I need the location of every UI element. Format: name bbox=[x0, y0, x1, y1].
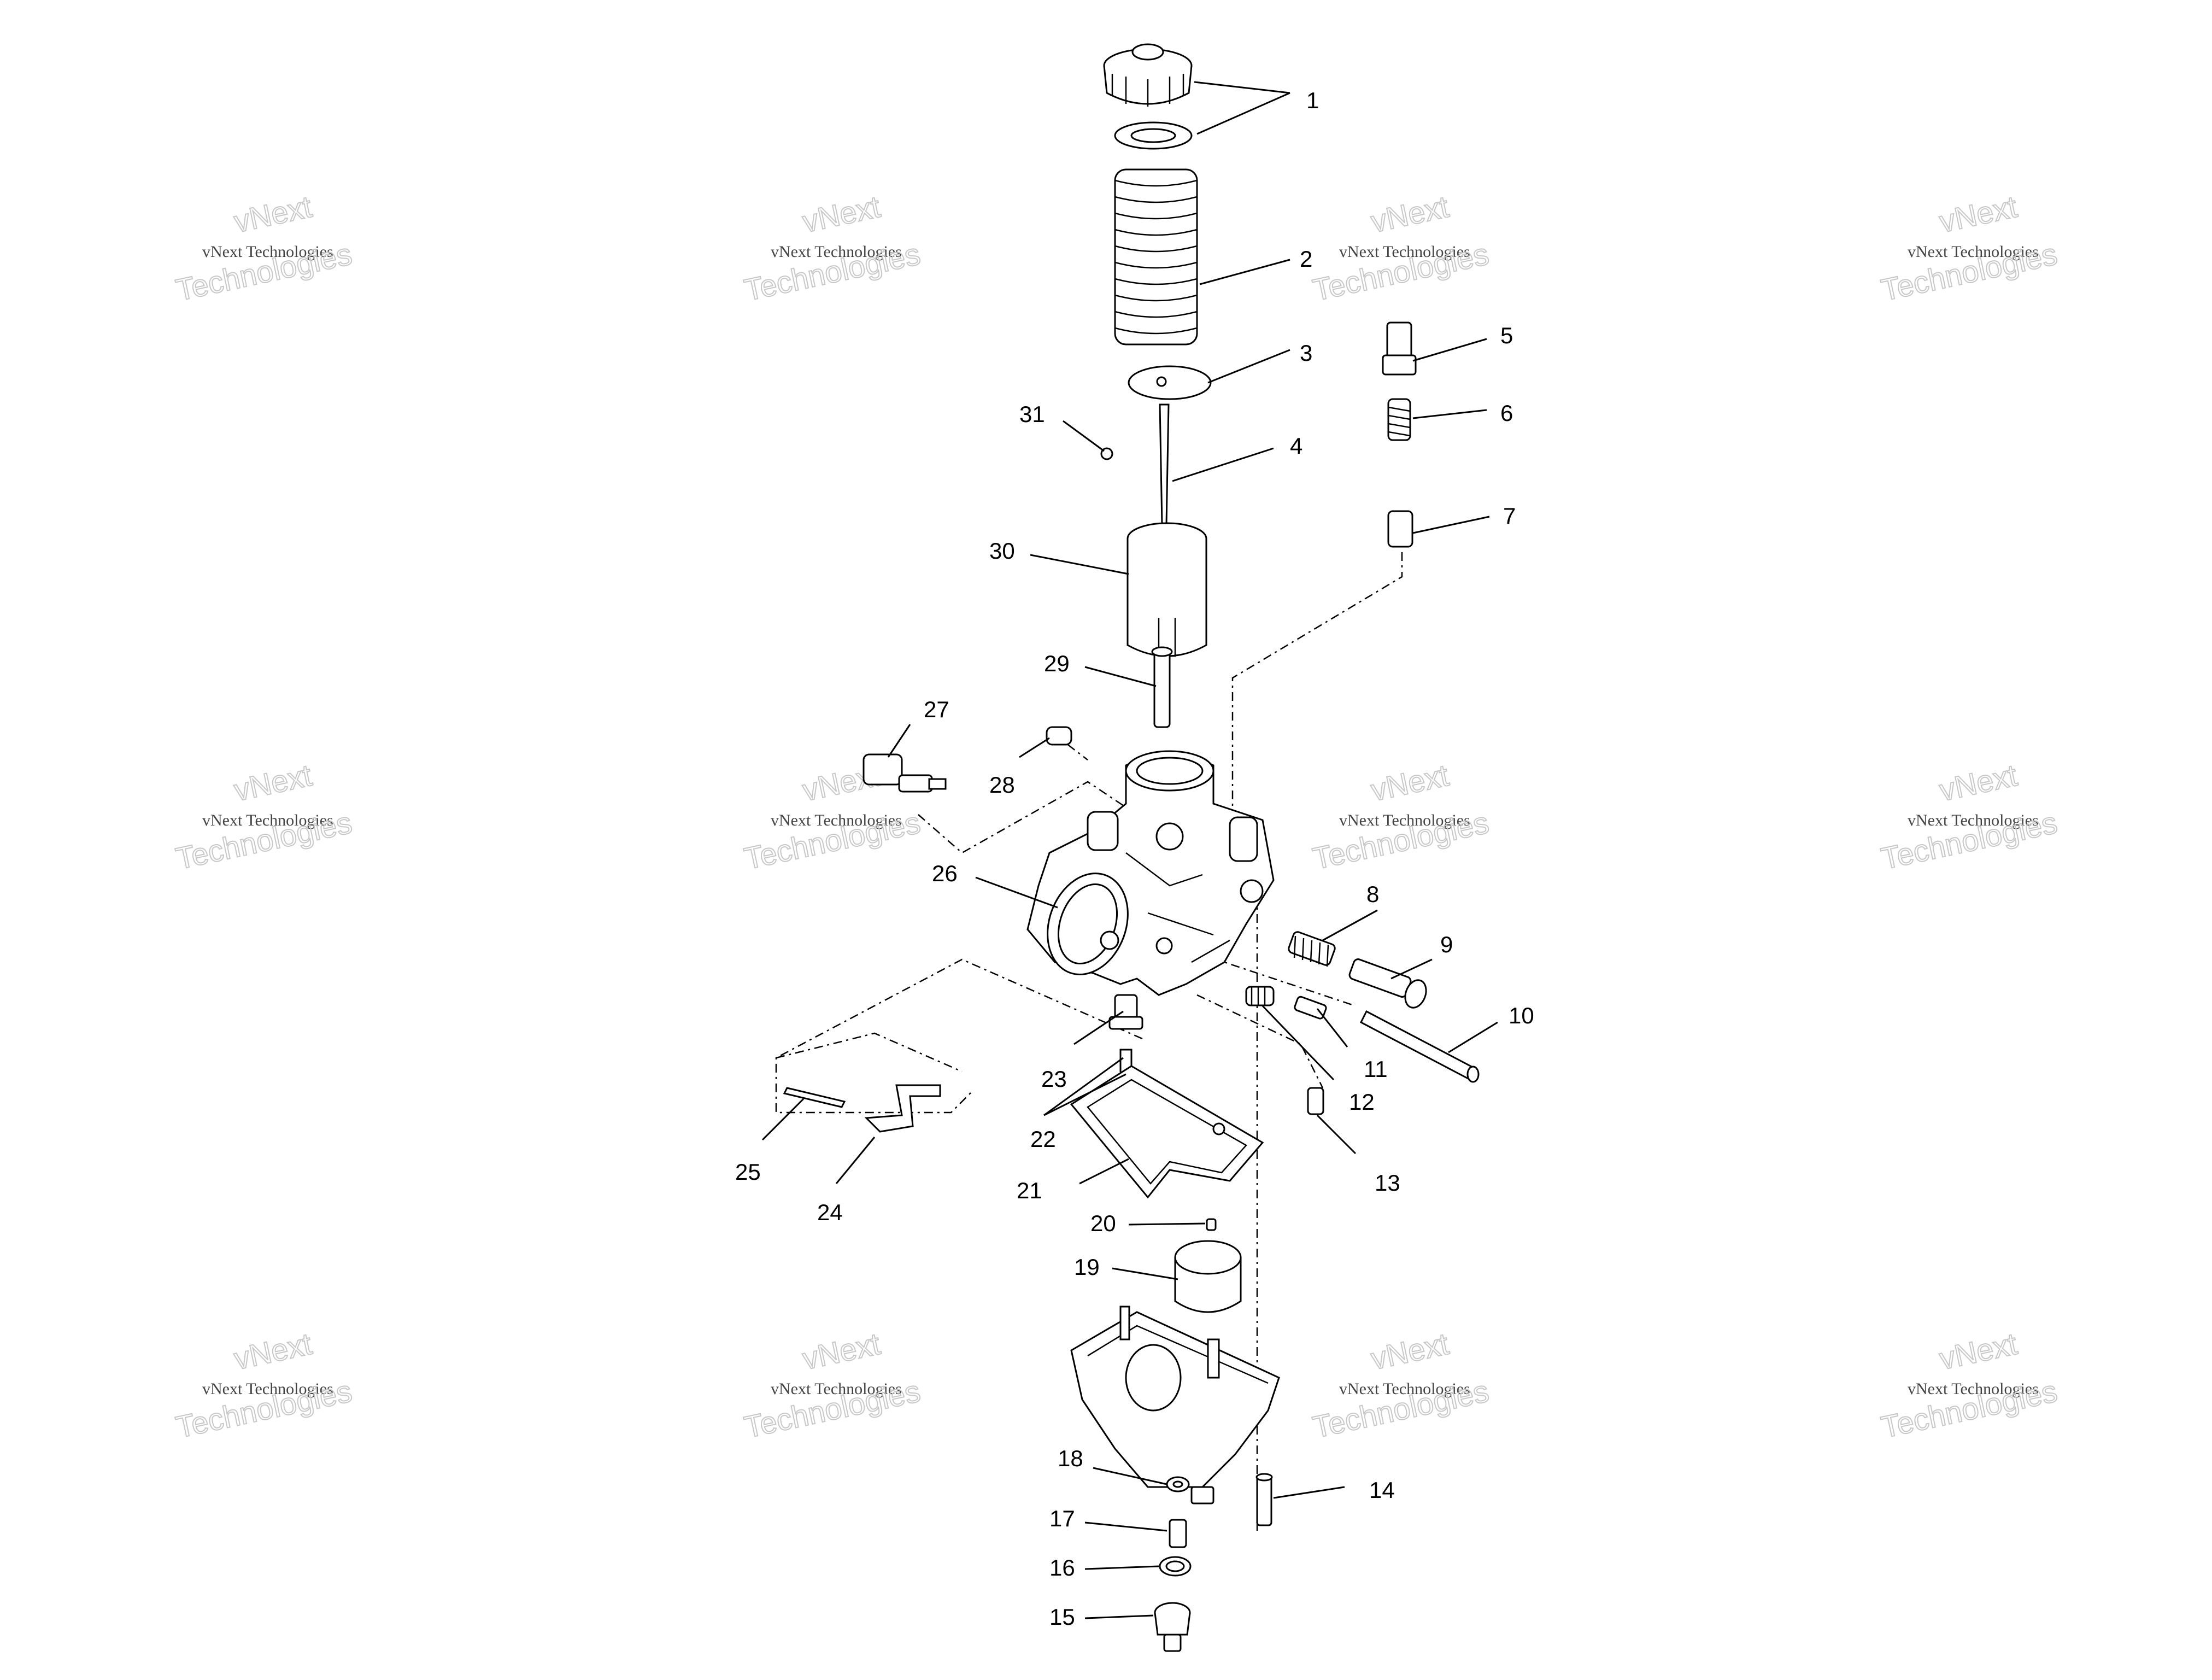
part-15-drain-plug bbox=[1154, 1602, 1191, 1652]
svg-text:vNext: vNext bbox=[800, 189, 884, 239]
callout-27: 27 bbox=[924, 696, 949, 722]
part-6-spring bbox=[1387, 398, 1411, 441]
svg-text:vNext: vNext bbox=[231, 1326, 315, 1376]
svg-text:vNext: vNext bbox=[1937, 189, 2021, 239]
callout-20: 20 bbox=[1090, 1210, 1116, 1236]
callout-16: 16 bbox=[1049, 1555, 1075, 1581]
callout-7: 7 bbox=[1503, 503, 1516, 529]
callout-19: 19 bbox=[1074, 1254, 1100, 1280]
svg-text:vNext Technologies: vNext Technologies bbox=[1339, 1380, 1470, 1398]
svg-text:vNext Technologies: vNext Technologies bbox=[1339, 243, 1470, 261]
watermark: vNext vNext Technologies Technologies bbox=[1309, 1326, 1492, 1445]
callout-18: 18 bbox=[1058, 1445, 1083, 1471]
svg-text:vNext Technologies: vNext Technologies bbox=[1908, 1380, 2039, 1398]
callout-15: 15 bbox=[1049, 1604, 1075, 1630]
callout-3: 3 bbox=[1300, 340, 1312, 366]
watermark: vNext vNext Technologies Technologies bbox=[1309, 757, 1492, 876]
part-14-screw bbox=[1255, 1473, 1273, 1526]
watermark: vNext vNext Technologies Technologies bbox=[1309, 189, 1492, 308]
svg-text:vNext Technologies: vNext Technologies bbox=[771, 243, 902, 261]
part-10-tube bbox=[1360, 1010, 1480, 1083]
svg-text:vNext Technologies: vNext Technologies bbox=[202, 811, 333, 829]
watermark: vNext vNext Technologies Technologies bbox=[172, 189, 355, 308]
watermark: vNext vNext Technologies Technologies bbox=[1877, 189, 2061, 308]
callout-26: 26 bbox=[932, 861, 958, 886]
callout-25: 25 bbox=[735, 1159, 761, 1185]
float-bowl bbox=[1070, 1306, 1280, 1505]
callout-30: 30 bbox=[989, 538, 1015, 564]
callout-22: 22 bbox=[1030, 1126, 1056, 1152]
part-26-carburetor-body bbox=[1026, 750, 1275, 996]
svg-text:vNext: vNext bbox=[800, 1326, 884, 1376]
part-5-adjuster bbox=[1382, 321, 1417, 376]
watermark: vNext vNext Technologies Technologies bbox=[741, 189, 924, 308]
watermark: vNext vNext Technologies Technologies bbox=[1877, 757, 2061, 876]
svg-text:vNext: vNext bbox=[1368, 758, 1452, 807]
callout-2: 2 bbox=[1300, 246, 1312, 272]
svg-text:vNext: vNext bbox=[1368, 1326, 1452, 1376]
callout-24: 24 bbox=[817, 1199, 843, 1225]
svg-text:vNext: vNext bbox=[1368, 189, 1452, 239]
callout-1: 1 bbox=[1306, 87, 1319, 113]
part-25-pin bbox=[783, 1087, 846, 1108]
callout-13: 13 bbox=[1375, 1170, 1400, 1196]
svg-text:vNext: vNext bbox=[1937, 1326, 2021, 1376]
part-13-fitting bbox=[1307, 1087, 1324, 1115]
part-2-spring bbox=[1114, 168, 1198, 346]
leader-lines bbox=[761, 81, 1498, 1619]
part-30-throttle-valve bbox=[1126, 522, 1207, 657]
watermark: vNext vNext Technologies Technologies bbox=[172, 757, 355, 876]
callout-17: 17 bbox=[1049, 1506, 1075, 1531]
part-27-choke-plunger bbox=[862, 753, 947, 793]
callout-12: 12 bbox=[1349, 1089, 1375, 1115]
part-24-float-arm bbox=[864, 1084, 941, 1133]
part-20-jet bbox=[1206, 1218, 1217, 1231]
part-16-o-ring bbox=[1159, 1556, 1192, 1577]
callout-5: 5 bbox=[1500, 323, 1513, 348]
callout-4: 4 bbox=[1290, 433, 1302, 459]
part-1-cap bbox=[1103, 43, 1193, 150]
watermark: vNext vNext Technologies Technologies bbox=[741, 1326, 924, 1445]
svg-text:vNext Technologies: vNext Technologies bbox=[202, 243, 333, 261]
svg-text:vNext Technologies: vNext Technologies bbox=[202, 1380, 333, 1398]
part-8-spring bbox=[1288, 931, 1336, 967]
part-28-pin bbox=[1046, 726, 1072, 746]
callout-28: 28 bbox=[989, 772, 1015, 798]
part-3-retainer bbox=[1128, 365, 1212, 400]
svg-text:vNext Technologies: vNext Technologies bbox=[1339, 811, 1470, 829]
callout-9: 9 bbox=[1440, 932, 1453, 957]
callout-10: 10 bbox=[1509, 1003, 1534, 1028]
part-23-valve-seat bbox=[1108, 994, 1143, 1030]
callout-labels: 1 2 3 4 5 6 7 8 9 10 11 12 13 14 15 16 1… bbox=[735, 87, 1534, 1630]
callout-21: 21 bbox=[1017, 1178, 1042, 1203]
part-9-screw bbox=[1348, 958, 1427, 1009]
svg-text:vNext: vNext bbox=[231, 189, 315, 239]
callout-11: 11 bbox=[1364, 1056, 1388, 1082]
callout-14: 14 bbox=[1369, 1477, 1395, 1503]
part-29-needle-jet bbox=[1151, 646, 1173, 728]
part-11-pilot-screw bbox=[1294, 996, 1327, 1020]
callout-29: 29 bbox=[1044, 651, 1070, 676]
part-19-float bbox=[1174, 1240, 1242, 1313]
svg-text:vNext Technologies: vNext Technologies bbox=[771, 811, 902, 829]
callout-31: 31 bbox=[1019, 401, 1045, 427]
watermark: vNext vNext Technologies Technologies bbox=[172, 1326, 355, 1445]
part-7-valve bbox=[1387, 510, 1413, 548]
callout-6: 6 bbox=[1500, 400, 1513, 426]
svg-text:vNext: vNext bbox=[231, 758, 315, 807]
callout-8: 8 bbox=[1366, 881, 1379, 907]
svg-text:vNext Technologies: vNext Technologies bbox=[1908, 811, 2039, 829]
part-18-washer bbox=[1166, 1476, 1190, 1492]
part-21-gasket bbox=[1070, 1065, 1264, 1199]
part-17-main-jet bbox=[1169, 1519, 1187, 1548]
watermark: vNext vNext Technologies Technologies bbox=[1877, 1326, 2061, 1445]
part-12-spring bbox=[1245, 986, 1275, 1006]
callout-23: 23 bbox=[1041, 1066, 1067, 1092]
svg-text:vNext Technologies: vNext Technologies bbox=[771, 1380, 902, 1398]
svg-text:vNext Technologies: vNext Technologies bbox=[1908, 243, 2039, 261]
svg-text:vNext: vNext bbox=[1937, 758, 2021, 807]
